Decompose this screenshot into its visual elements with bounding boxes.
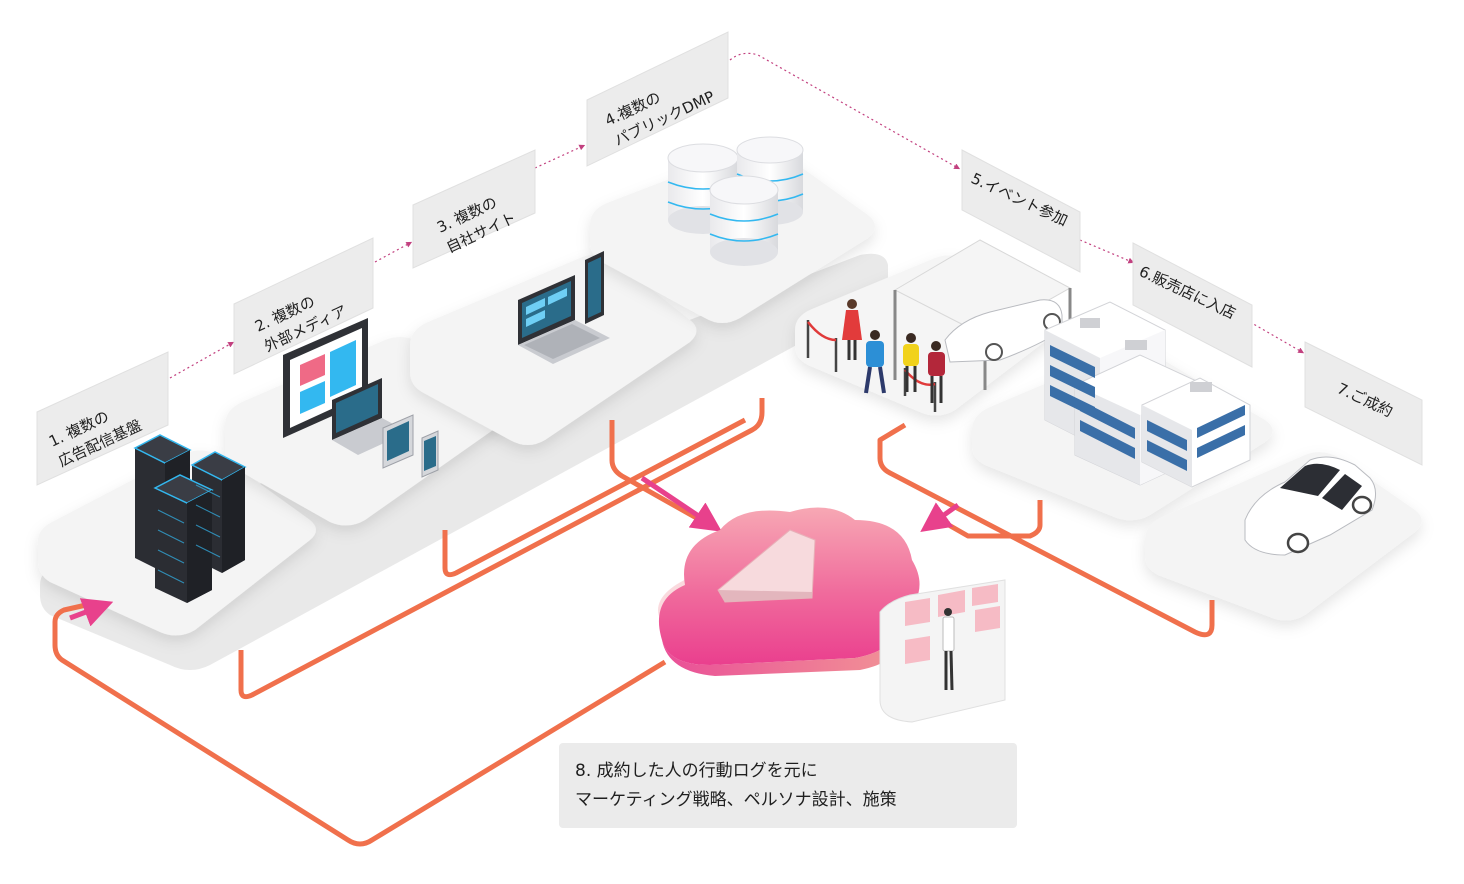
flow-line-media-to-sites	[238, 398, 765, 700]
dotted-3-4	[534, 144, 586, 169]
conclusion-note-line-1: 8. 成約した人の行動ログを元に	[575, 761, 818, 781]
booth-car	[944, 299, 1063, 363]
dotted-4-5	[729, 52, 961, 170]
dotted-journey-path	[169, 52, 1305, 379]
flow-arrows	[69, 475, 960, 627]
laptop-phone-icon	[518, 251, 610, 364]
conclusion-note: 8. 成約した人の行動ログを元に マーケティング戦略、ペルソナ設計、施策	[559, 743, 1017, 828]
arrow-into-cloud-left	[640, 475, 722, 532]
flow-line-feedback-loop	[52, 600, 667, 847]
cloud-data-slab	[717, 529, 816, 603]
dotted-2-3	[374, 241, 413, 263]
car-icon	[1244, 456, 1376, 556]
step-label-1-panel	[36, 351, 169, 486]
step-label-6-panel	[1132, 242, 1253, 368]
analyst-icon	[879, 579, 1006, 723]
flow-line-sites-loop	[442, 417, 747, 578]
db-cylinder-3	[709, 175, 779, 266]
step-label-3-panel	[412, 149, 536, 269]
dotted-5-6	[1079, 239, 1135, 264]
server-rack-icon	[133, 434, 247, 603]
arrow-back-to-start	[69, 598, 114, 627]
flow-line-dmp-to-cloud	[609, 420, 702, 523]
database-icon	[667, 136, 804, 266]
step-label-2-panel	[233, 237, 374, 375]
flow-lines	[52, 398, 1215, 847]
arrow-into-cloud-right	[920, 502, 960, 532]
step-label-7: 7.ご成約	[1304, 341, 1423, 466]
multi-device-icon	[283, 318, 439, 478]
event-booth-icon	[806, 239, 1072, 412]
people	[842, 299, 945, 403]
step-label-3: 3. 複数の 自社サイト	[412, 149, 536, 269]
step-label-4-panel	[586, 31, 729, 167]
cloud-analytics-icon	[658, 507, 922, 676]
flow-line-event-to-cloud	[877, 422, 1215, 638]
office-building-icon	[1044, 301, 1251, 488]
dotted-1-2	[169, 341, 235, 379]
server-rack-front	[153, 474, 214, 603]
flow-line-dealer-to-cloud	[938, 500, 1043, 539]
dotted-6-7	[1249, 321, 1305, 354]
conclusion-note-line-2: マーケティング戦略、ペルソナ設計、施策	[575, 790, 897, 810]
step-label-5-panel	[961, 149, 1081, 273]
step-label-7-panel	[1304, 341, 1423, 466]
